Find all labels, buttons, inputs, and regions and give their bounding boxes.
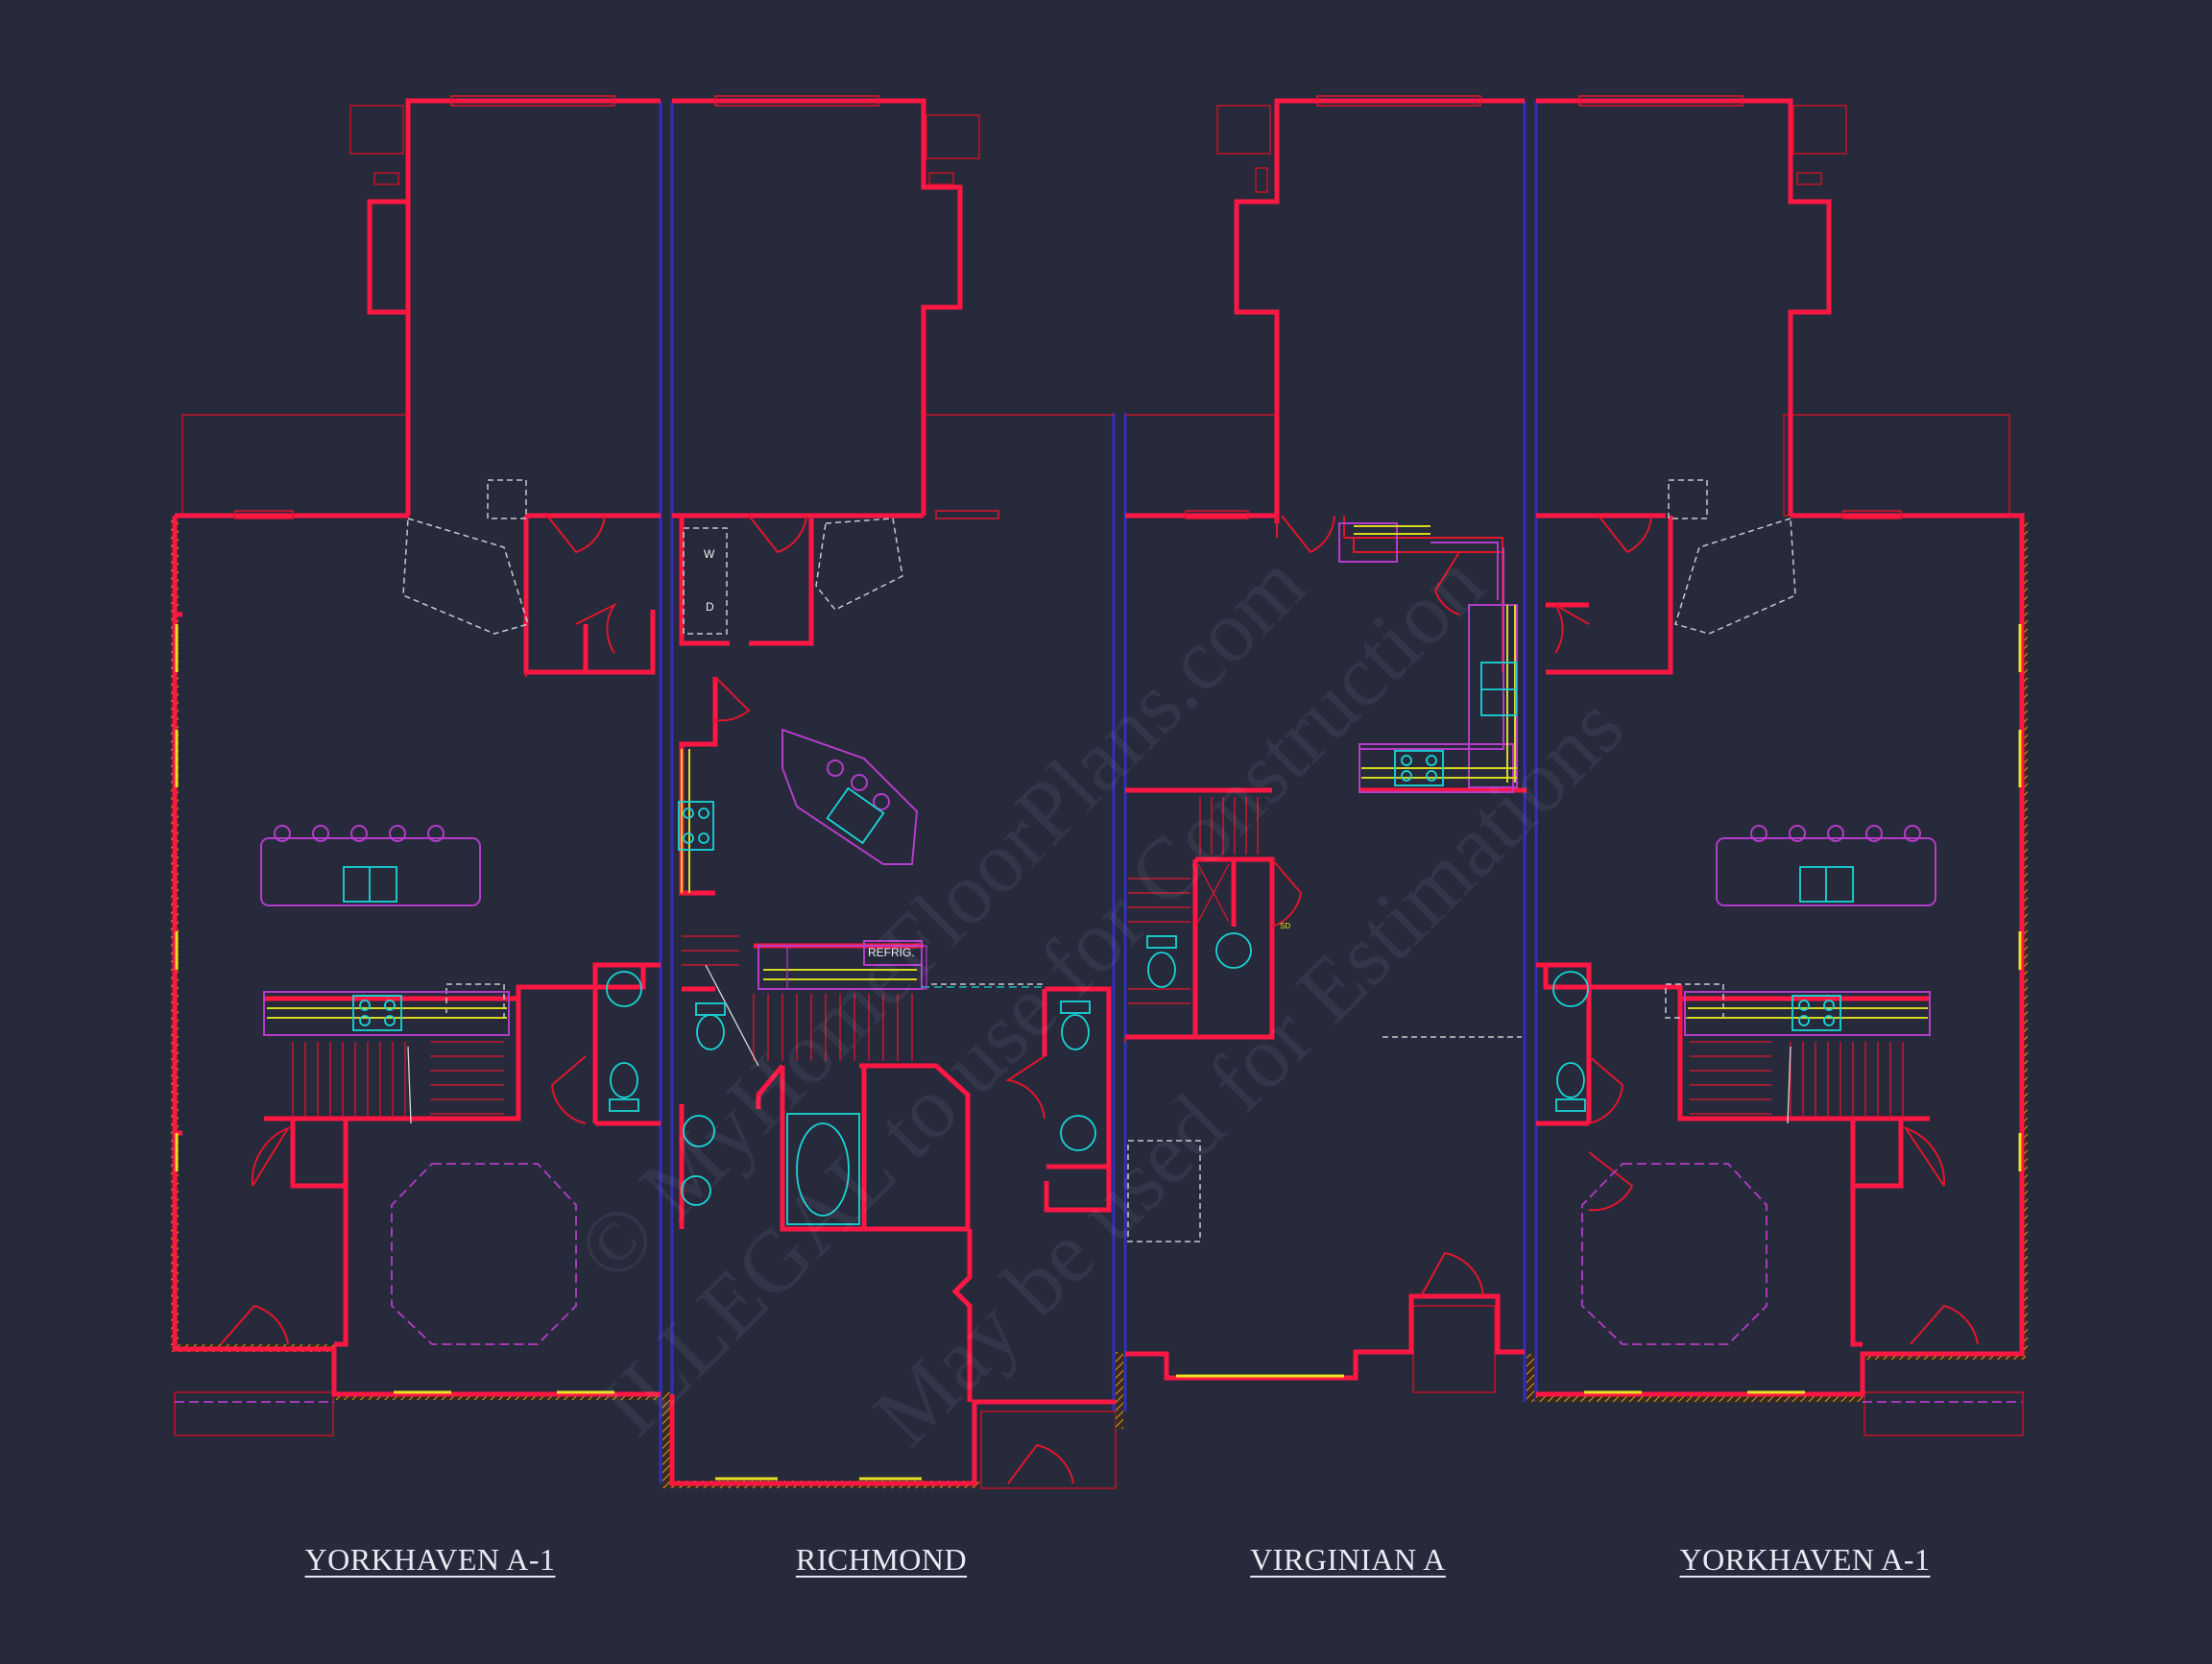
bumpout-box-1: [349, 105, 404, 155]
island-richmond: [781, 728, 919, 865]
stairs: [292, 797, 1904, 1124]
refrigerator-label: REFRIG.: [868, 946, 915, 959]
island-yh-left: [260, 837, 481, 906]
stair-yh-left: [292, 1041, 504, 1119]
front-stoop-virginian: [1412, 1305, 1496, 1393]
counter-edges: [267, 525, 1928, 1019]
fireplace-yh-right: [1674, 517, 1796, 635]
wall-hatching: [171, 518, 2028, 1488]
front-stoop-richmond: [980, 1411, 1117, 1489]
exterior-walls: [172, 98, 2025, 1486]
unit-label-yorkhaven-right: YORKHAVEN A-1: [1679, 1542, 1931, 1577]
cabinetry: [260, 522, 1936, 1036]
rear-patio-right: [1783, 414, 2010, 517]
fireplace-virginian: [1127, 1140, 1201, 1242]
party-walls: [659, 101, 1538, 1483]
bumpout-box-3: [1216, 105, 1271, 155]
dryer-label: D: [706, 600, 714, 614]
toilet-yh-left: [610, 1062, 638, 1098]
dashed-details: [402, 479, 1796, 1242]
tray-ceiling-left: [391, 1163, 577, 1345]
stair-richmond: [682, 935, 913, 1061]
interior-thin-walls: [407, 516, 1503, 1042]
sink-richmond: [826, 786, 885, 845]
tub-richmond: [786, 1113, 860, 1225]
wall-yh1-bump-a: [405, 98, 661, 516]
washer-label: W: [704, 547, 715, 561]
windows: [175, 624, 2022, 1481]
stair-yh-right: [1690, 1041, 1904, 1119]
fireplace-yh-left: [402, 518, 529, 635]
lav-yh-left: [606, 971, 642, 1007]
porch-outlines: [174, 105, 2024, 1489]
door-swings: [220, 515, 1979, 1484]
unit-label-richmond: RICHMOND: [795, 1542, 968, 1577]
unit-label-yorkhaven-left: YORKHAVEN A-1: [304, 1542, 556, 1577]
cooktop-yh-left: [352, 995, 402, 1031]
door-rear-yh1: [546, 515, 606, 554]
tray-ceiling-right: [1581, 1163, 1767, 1345]
bumpout-box-2: [926, 114, 980, 159]
smoke-detector-label: SD: [1280, 922, 1291, 930]
laundry-wd: [683, 527, 728, 635]
island-yh-right: [1716, 837, 1936, 906]
stair-virginian: [1128, 797, 1259, 1004]
ceiling-details: [175, 1163, 2022, 1403]
rear-windows: [234, 95, 1902, 519]
front-stoop-right: [1863, 1391, 2024, 1436]
plumbing-fixtures: [343, 662, 1854, 1225]
front-stoop-left: [174, 1391, 334, 1436]
bumpout-box-4: [1792, 105, 1847, 155]
unit-label-virginian: VIRGINIAN A: [1250, 1542, 1446, 1577]
rear-patio-left: [181, 414, 409, 517]
